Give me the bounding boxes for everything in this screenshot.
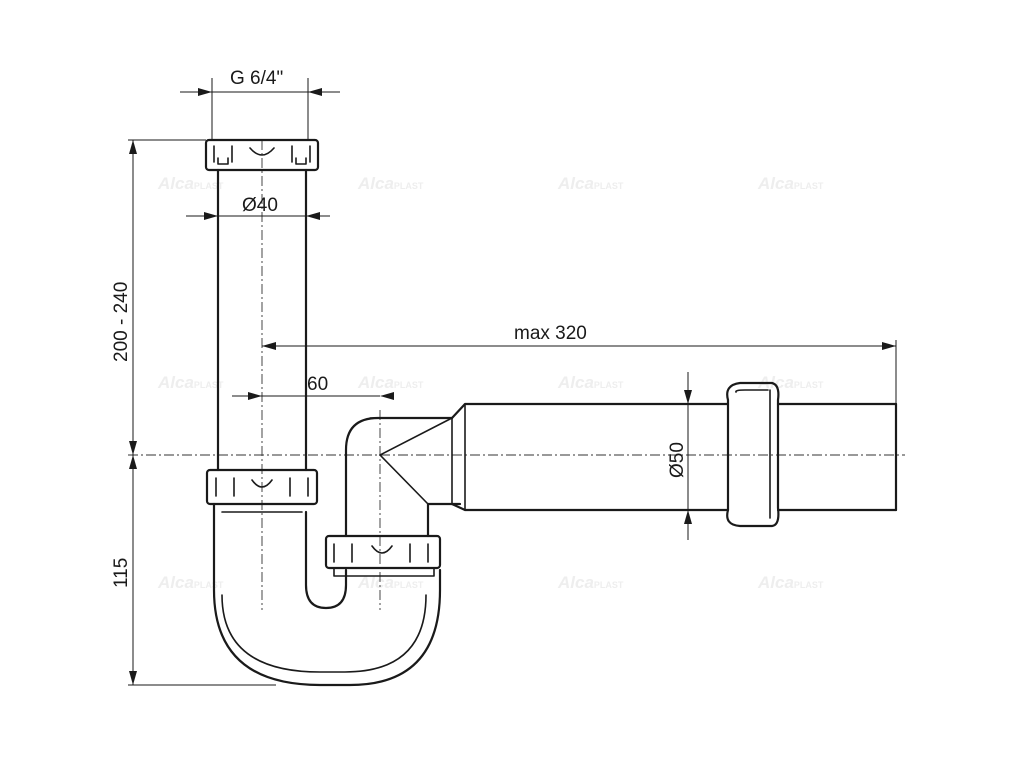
watermark-logo: AlcaPLAST xyxy=(357,174,424,193)
thread-label: G 6/4" xyxy=(230,68,283,89)
watermark-logo: AlcaPLAST xyxy=(557,174,624,193)
wall-flange xyxy=(726,381,780,528)
inlet-diameter-label: Ø40 xyxy=(242,195,278,216)
watermark-logo: AlcaPLAST xyxy=(757,174,824,193)
middle-nut xyxy=(205,468,319,506)
u-bend xyxy=(212,502,442,687)
outlet-diameter-label: Ø50 xyxy=(667,442,688,478)
upper-height-label: 200 - 240 xyxy=(111,282,132,362)
inlet-pipe xyxy=(216,168,308,472)
watermark-logo: AlcaPLAST xyxy=(157,573,224,592)
watermark-logo: AlcaPLAST xyxy=(357,373,424,392)
elbow xyxy=(344,416,462,538)
watermark-logo: AlcaPLAST xyxy=(557,373,624,392)
dimension-lines xyxy=(128,78,897,686)
wall-pipe xyxy=(776,402,898,512)
outlet-nut xyxy=(324,534,442,577)
outlet-pipe xyxy=(450,402,730,512)
lower-height-label: 115 xyxy=(111,558,132,588)
top-nut xyxy=(204,138,320,172)
offset-label: 60 xyxy=(307,374,328,395)
watermark-logo: AlcaPLAST xyxy=(157,373,224,392)
max-length-label: max 320 xyxy=(514,323,587,344)
watermark-logo: AlcaPLAST xyxy=(357,573,424,592)
watermark-layer: AlcaPLAST AlcaPLAST AlcaPLAST AlcaPLAST Alca… xyxy=(157,174,824,592)
watermark-logo: AlcaPLAST xyxy=(557,573,624,592)
watermark-logo: AlcaPLAST xyxy=(757,373,824,392)
watermark-logo: AlcaPLAST xyxy=(757,573,824,592)
watermark-logo: AlcaPLAST xyxy=(157,174,224,193)
